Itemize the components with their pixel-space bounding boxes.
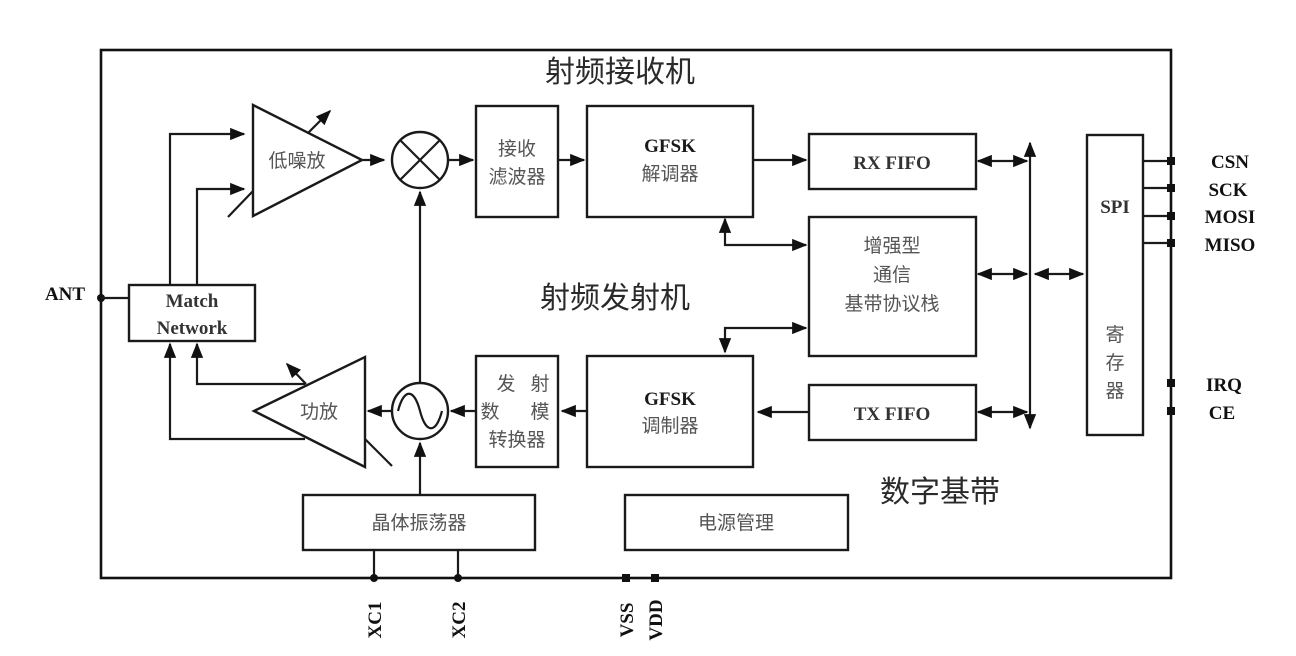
pin-label-irq: IRQ (1206, 375, 1242, 396)
section-title-rf-receiver: 射频接收机 (545, 55, 695, 90)
spi-register-block: SPI 寄 存 器 (1085, 133, 1145, 437)
power-management-block: 电源管理 (623, 493, 850, 552)
pin-irq (1167, 379, 1175, 387)
tx-dac-block: 发 射 数 模 转换器 (474, 354, 560, 469)
match-network-label-1: Match (166, 291, 219, 312)
rx-fifo-label: RX FIFO (853, 153, 931, 174)
match-network-label-2: Network (157, 318, 228, 339)
pin-label-xc2: XC2 (449, 602, 470, 639)
rx-filter-block: 接收 滤波器 (474, 104, 560, 219)
register-label-3: 器 (1105, 380, 1124, 402)
protocol-stack-block: 增强型 通信 基带协议栈 (807, 215, 978, 358)
gfsk-demodulator-block: GFSK 解调器 (585, 104, 755, 219)
pin-label-mosi: MOSI (1205, 207, 1256, 228)
tx-dac-label-3: 转换器 (488, 429, 545, 451)
section-title-digital-baseband: 数字基带 (880, 475, 1000, 510)
tx-fifo-block: TX FIFO (807, 383, 978, 442)
pin-sck (1167, 184, 1175, 192)
gfsk-demod-label-2: 解调器 (641, 163, 698, 185)
pin-mosi (1167, 212, 1175, 220)
rx-fifo-block: RX FIFO (807, 132, 978, 191)
gfsk-demod-label-1: GFSK (644, 136, 696, 157)
chip-boundary (99, 48, 1173, 580)
lna-block: 低噪放 (227, 103, 365, 218)
pin-miso (1167, 239, 1175, 247)
pin-vss (622, 574, 630, 582)
crystal-osc-label: 晶体振荡器 (371, 512, 466, 534)
pin-label-miso: MISO (1205, 235, 1256, 256)
spi-label: SPI (1100, 197, 1130, 218)
match-network-block: Match Network (127, 283, 257, 343)
pin-ce (1167, 407, 1175, 415)
section-title-rf-transmitter: 射频发射机 (540, 281, 690, 316)
pin-label-xc1: XC1 (365, 602, 386, 639)
tx-dac-label-1a: 发 (496, 373, 515, 395)
tx-dac-label-2b: 模 (530, 401, 549, 423)
rx-filter-label-1: 接收 (498, 138, 536, 160)
tx-dac-label-1b: 射 (530, 373, 549, 395)
gfsk-mod-label-1: GFSK (644, 389, 696, 410)
register-label-1: 寄 (1105, 324, 1124, 346)
pin-xc1 (370, 574, 378, 582)
lna-label: 低噪放 (268, 150, 325, 172)
pin-label-vss: VSS (617, 603, 638, 638)
pa-block: 功放 (251, 355, 393, 469)
gfsk-modulator-block: GFSK 调制器 (585, 354, 755, 469)
protocol-label-3: 基带协议栈 (844, 293, 939, 315)
pin-vdd (651, 574, 659, 582)
pin-label-ant: ANT (45, 284, 85, 305)
pin-label-csn: CSN (1211, 152, 1249, 173)
rx-filter-label-2: 滤波器 (488, 166, 545, 188)
pin-csn (1167, 157, 1175, 165)
pin-label-sck: SCK (1208, 180, 1247, 201)
protocol-label-1: 增强型 (863, 235, 920, 257)
pin-label-vdd: VDD (646, 599, 667, 640)
sine-oscillator-icon (390, 381, 450, 441)
register-label-2: 存 (1105, 352, 1124, 374)
tx-fifo-label: TX FIFO (854, 404, 931, 425)
pin-xc2 (454, 574, 462, 582)
protocol-label-2: 通信 (873, 264, 911, 286)
crystal-oscillator-block: 晶体振荡器 (301, 493, 537, 552)
tx-dac-label-2a: 数 (480, 401, 499, 423)
gfsk-mod-label-2: 调制器 (641, 415, 698, 437)
mixer-icon (390, 130, 450, 190)
power-mgmt-label: 电源管理 (698, 512, 774, 534)
pin-label-ce: CE (1209, 403, 1235, 424)
pa-label: 功放 (300, 401, 338, 423)
